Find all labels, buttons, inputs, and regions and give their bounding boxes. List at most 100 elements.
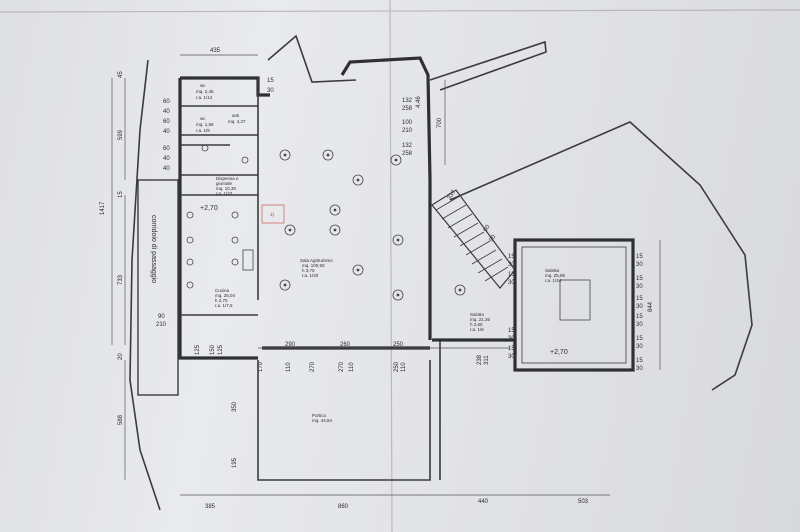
fold-line-vertical xyxy=(389,0,393,532)
svg-text:30: 30 xyxy=(636,304,643,310)
svg-text:15: 15 xyxy=(636,336,643,342)
dim-446: 4.46 xyxy=(416,96,422,108)
dim-311: 311 xyxy=(484,355,490,365)
room-dispensa-name2: giornale xyxy=(216,181,233,186)
room-saletta-name: Saletta xyxy=(545,268,560,273)
dim-210: 210 xyxy=(402,128,413,134)
dim-wc-60b: 60 xyxy=(163,119,170,125)
dim-110c: 110 xyxy=(401,362,407,372)
wall-north-west xyxy=(180,76,270,97)
svg-text:30: 30 xyxy=(636,366,643,372)
level-mark-saletta: +2,70 xyxy=(550,349,568,356)
level-mark-cucina: +2,70 xyxy=(200,205,218,212)
saletta-table xyxy=(559,279,591,321)
room-cucina-h: h 2,70 xyxy=(215,298,228,303)
dim-733: 733 xyxy=(118,274,124,285)
room-portico-area: mq. 44,94 xyxy=(312,418,333,423)
room-salotto-name: Salotto xyxy=(470,312,485,317)
dim-125b: 125 xyxy=(218,344,224,355)
dim-440: 440 xyxy=(478,499,489,505)
kitchen-fixtures xyxy=(186,144,254,289)
room-wc1-area: mq. 2,45 xyxy=(196,89,214,94)
stair-treads xyxy=(435,195,509,282)
dim-100: 100 xyxy=(402,120,413,126)
dim-503: 503 xyxy=(578,499,589,505)
corridor-strip xyxy=(137,179,179,396)
dim-wc-40d: 40 xyxy=(163,166,170,172)
svg-text:30: 30 xyxy=(636,262,643,268)
room-salotto-area: mq. 21,36 xyxy=(470,317,491,322)
svg-text:15: 15 xyxy=(508,272,515,278)
dim-110a: 110 xyxy=(286,362,292,372)
room-wc2-area: mq. 1,58 xyxy=(196,122,214,127)
svg-text:30: 30 xyxy=(636,322,643,328)
dim-wc-60a: 60 xyxy=(163,99,170,105)
svg-text:15: 15 xyxy=(636,296,643,302)
dim-stair-90: 90 xyxy=(489,234,498,243)
dim-350: 350 xyxy=(232,401,238,412)
saletta-inner xyxy=(521,246,627,364)
dim-238: 238 xyxy=(477,354,483,365)
site-boundary-top xyxy=(429,40,547,91)
room-cucina-area: mq. 25,04 xyxy=(215,293,236,298)
dim-wc-40c: 40 xyxy=(163,156,170,162)
svg-text:15: 15 xyxy=(636,254,643,260)
wall-salotto xyxy=(432,338,517,355)
red-annotation-text: 3) xyxy=(270,212,275,217)
room-wc2-name: wc xyxy=(200,116,206,121)
room-saletta-ra: r.a. 1/44 xyxy=(545,278,562,283)
dim-wc-40a: 40 xyxy=(163,109,170,115)
svg-text:15: 15 xyxy=(636,314,643,320)
saletta-wall-dims: 15 30 15 30 15 30 15 30 15 30 15 30 15 3… xyxy=(508,254,643,372)
room-sala-h: h 3,70 xyxy=(302,268,315,273)
room-cucina-name: Cucina xyxy=(215,288,230,293)
svg-text:30: 30 xyxy=(636,284,643,290)
dim-132b: 132 xyxy=(402,143,413,149)
dim-385: 385 xyxy=(205,504,216,510)
dim-258b: 258 xyxy=(402,151,413,157)
room-sala-name: Sala Agriturismo xyxy=(300,258,333,263)
dim-700: 700 xyxy=(437,117,443,128)
dim-90: 90 xyxy=(158,314,165,320)
svg-text:30: 30 xyxy=(508,336,515,342)
dim-258: 258 xyxy=(402,106,413,112)
dim-860: 860 xyxy=(338,504,349,510)
room-anti-area: mq. 4,27 xyxy=(228,119,246,124)
svg-text:15: 15 xyxy=(508,254,515,260)
room-wc2-ra: r.a. 1/9 xyxy=(196,128,210,133)
site-boundary-top-left xyxy=(267,34,357,83)
dim-110b: 110 xyxy=(349,362,355,372)
room-portico-name: Portico xyxy=(312,413,327,418)
dim-132: 132 xyxy=(402,98,413,104)
corridor-label: corridoio di passaggio xyxy=(150,215,157,283)
svg-text:15: 15 xyxy=(508,328,515,334)
sala-tables xyxy=(279,149,466,301)
svg-text:15: 15 xyxy=(636,358,643,364)
dim-170: 170 xyxy=(258,361,264,372)
svg-text:15: 15 xyxy=(636,276,643,282)
dim-844: 844 xyxy=(648,301,654,312)
svg-text:30: 30 xyxy=(636,344,643,350)
dim-270b: 270 xyxy=(339,361,345,372)
dim-290: 290 xyxy=(285,342,296,348)
svg-text:15: 15 xyxy=(508,346,515,352)
site-boundary-left xyxy=(129,59,161,511)
saletta-walls xyxy=(513,238,635,372)
svg-text:30: 30 xyxy=(508,262,515,268)
room-salotto-h: h 2,60 xyxy=(470,322,483,327)
room-dispensa-ra: r.a. 1/22 xyxy=(216,191,233,196)
dim-260: 260 xyxy=(340,342,351,348)
room-dispensa-name: Dispensa e xyxy=(216,176,239,181)
dim-270a: 270 xyxy=(310,361,316,372)
room-wc1-name: wc xyxy=(200,83,206,88)
svg-text:30: 30 xyxy=(508,280,515,286)
wall-north xyxy=(340,56,432,181)
wall-south-west xyxy=(178,345,258,360)
fold-line-top xyxy=(0,9,800,13)
room-sala-ra: r.a. 1/20 xyxy=(302,273,319,278)
room-sala-area: mq. 100,50 xyxy=(302,263,325,268)
room-dispensa-area: mq. 10,30 xyxy=(216,186,237,191)
dim-125: 125 xyxy=(195,344,201,355)
room-saletta-area: mq. 25,96 xyxy=(545,273,566,278)
